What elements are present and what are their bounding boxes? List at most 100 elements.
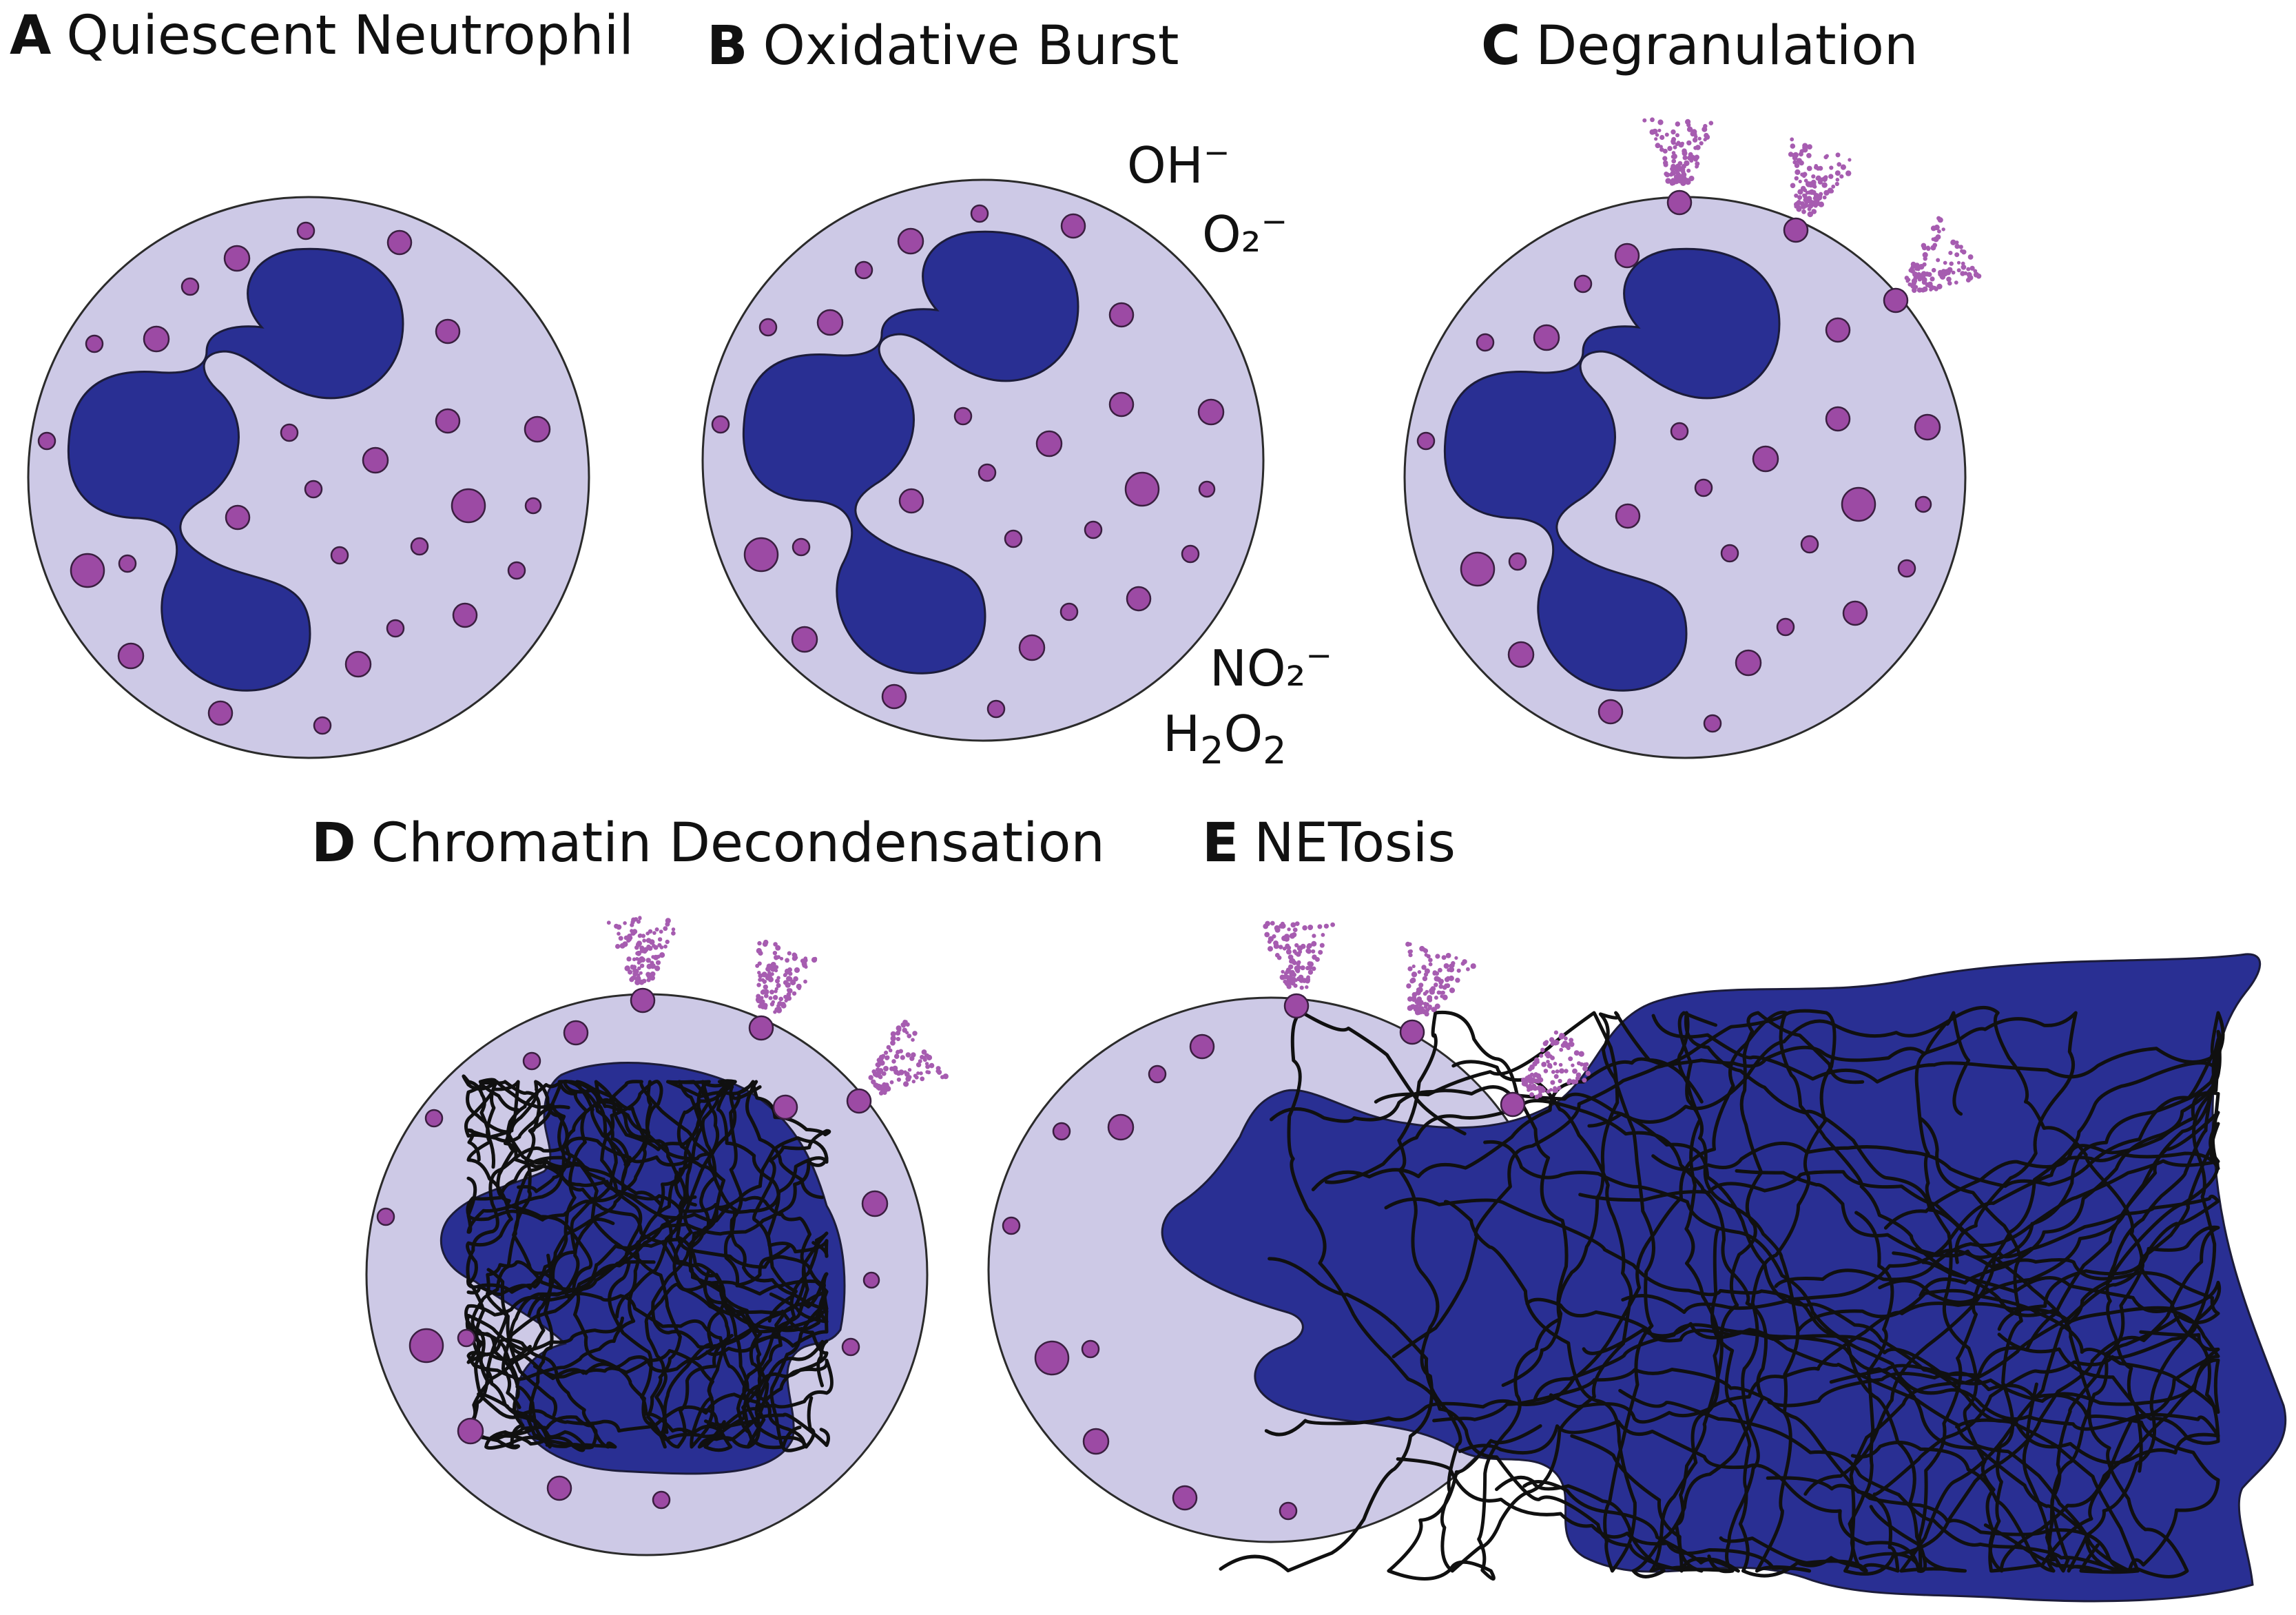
granule — [37, 431, 56, 451]
spray-dot — [665, 921, 670, 927]
spray-dot — [1946, 276, 1952, 282]
granule — [280, 423, 299, 442]
panel-b-nucleus — [742, 230, 1079, 675]
spray-dot — [1528, 1083, 1532, 1088]
spray-dot — [1820, 177, 1824, 182]
spray-dot — [1290, 922, 1296, 928]
spray-dot — [1688, 176, 1695, 181]
spray-dot — [1961, 264, 1967, 270]
spray-dot — [1692, 137, 1698, 143]
spray-dot — [1573, 1079, 1579, 1084]
spray-dot — [1686, 168, 1691, 173]
spray-dot — [1695, 161, 1700, 167]
spray-dot — [885, 1055, 890, 1060]
spray-dot — [1818, 201, 1824, 207]
spray-dot — [1966, 267, 1971, 271]
spray-dot — [655, 960, 661, 965]
spray-dot — [1274, 927, 1281, 933]
spray-dot — [646, 963, 652, 969]
chromatin-fiber — [594, 1080, 791, 1287]
spray-dot — [779, 956, 784, 960]
spray-dot — [1906, 278, 1910, 282]
spray-dot — [896, 1050, 900, 1055]
releasing-granule — [1783, 217, 1809, 243]
granule — [1573, 274, 1593, 294]
spray-dot — [1317, 924, 1323, 929]
spray-dot — [1671, 154, 1675, 159]
spray-dot — [663, 926, 668, 932]
releasing-granule — [1883, 287, 1909, 313]
spray-dot — [1657, 119, 1664, 125]
spray-dot — [1561, 1033, 1565, 1038]
spray-dot — [1933, 236, 1939, 243]
granule — [143, 325, 170, 353]
spray-dot — [800, 958, 805, 963]
spray-dot — [1807, 144, 1812, 150]
spray-dot — [1923, 256, 1927, 261]
spray-dot — [1285, 969, 1290, 974]
spray-dot — [1921, 277, 1927, 283]
granule — [1172, 1485, 1198, 1511]
panel-e-granules — [1002, 993, 1526, 1521]
spray-dot — [1663, 160, 1668, 166]
spray-dot — [1926, 246, 1931, 251]
spray-dot — [1307, 943, 1312, 949]
spray-dot — [1285, 981, 1291, 987]
granule — [376, 1207, 395, 1226]
granule — [1825, 406, 1851, 432]
spray-dot — [1694, 154, 1699, 161]
spray-dot — [657, 937, 663, 942]
spray-dot — [1948, 251, 1953, 256]
spray-dot — [652, 931, 656, 935]
granule — [424, 1109, 444, 1128]
spray-dot — [1553, 1040, 1560, 1046]
granule — [862, 1271, 880, 1289]
spray-dot — [1411, 1004, 1416, 1008]
chromatin-fiber — [464, 1078, 593, 1452]
spray-dot — [1548, 1054, 1553, 1058]
spray-dot — [787, 951, 792, 956]
spray-dot — [907, 1075, 912, 1080]
spray-dot — [1567, 1078, 1573, 1084]
spray-dot — [1299, 978, 1305, 983]
granule — [1108, 391, 1135, 418]
spray-dot — [1664, 172, 1671, 178]
spray-dot — [896, 1025, 902, 1031]
spray-dot — [755, 963, 760, 968]
granule — [1084, 520, 1103, 539]
spray-dot — [890, 1040, 896, 1046]
chromatin-fiber — [1651, 1011, 2225, 1189]
spray-dot — [909, 1056, 915, 1061]
spray-dot — [796, 983, 802, 989]
chromatin-fiber — [1649, 1011, 1965, 1574]
spray-dot — [1419, 945, 1425, 951]
spray-dot — [920, 1076, 925, 1082]
spray-dot — [1686, 140, 1692, 146]
spray-dot — [1961, 249, 1967, 255]
spray-dot — [1466, 967, 1470, 971]
spray-dot — [921, 1049, 927, 1055]
spray-dot — [1410, 977, 1416, 983]
spray-dot — [1529, 1078, 1535, 1084]
panel-d-chromatin — [462, 1074, 834, 1452]
granule — [457, 1417, 484, 1445]
spray-dot — [903, 1070, 907, 1074]
spray-dot — [1794, 193, 1799, 198]
spray-dot — [1817, 195, 1823, 200]
spray-dot — [651, 955, 655, 959]
spray-dot — [1427, 996, 1431, 1001]
spray-dot — [1963, 271, 1968, 276]
spray-dot — [1438, 991, 1443, 995]
spray-dot — [1954, 280, 1958, 285]
spray-dot — [1279, 974, 1285, 980]
spray-dot — [1407, 996, 1413, 1002]
spray-dot — [1921, 245, 1927, 251]
spray-dot — [648, 929, 653, 934]
spray-dot — [1951, 270, 1956, 275]
spray-dot — [1312, 934, 1316, 938]
granule — [1124, 471, 1160, 507]
spray-dot — [1285, 949, 1292, 955]
granule — [1703, 714, 1722, 733]
chromatin-fiber — [1374, 1011, 1620, 1581]
